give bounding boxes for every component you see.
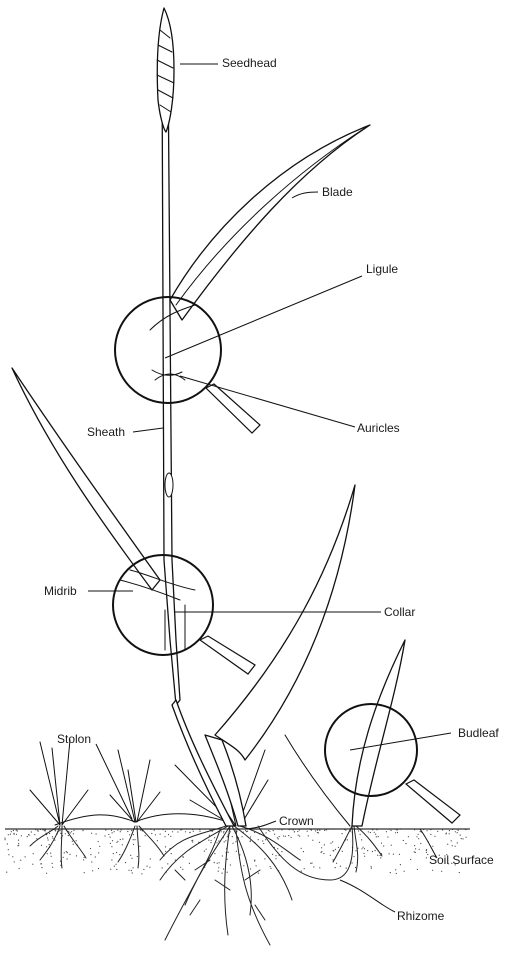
label-stolon: Stolon xyxy=(57,732,92,746)
label-soil-surface: Soil Surface xyxy=(429,853,494,867)
roots xyxy=(29,825,383,946)
main-stem xyxy=(161,59,235,827)
magnifier-collar xyxy=(112,554,256,675)
seedhead-drawing xyxy=(156,7,175,133)
label-collar: Collar xyxy=(384,605,416,619)
label-blade: Blade xyxy=(322,185,353,199)
stolon-plants xyxy=(29,739,229,826)
label-sheath: Sheath xyxy=(87,425,126,439)
magnifier-budleaf xyxy=(324,703,461,824)
label-midrib: Midrib xyxy=(44,584,77,598)
soil-surface-stipple xyxy=(4,828,467,875)
label-rhizome: Rhizome xyxy=(397,909,445,923)
budleaf-shoot xyxy=(351,639,406,827)
magnifier-ligule xyxy=(114,296,261,434)
label-seedhead: Seedhead xyxy=(222,56,277,70)
blade-lower-right xyxy=(214,484,356,761)
label-crown: Crown xyxy=(279,814,314,828)
label-ligule: Ligule xyxy=(366,262,399,276)
leader-lines xyxy=(88,63,452,913)
label-budleaf: Budleaf xyxy=(458,726,499,740)
blade-left xyxy=(11,367,161,591)
label-auricles: Auricles xyxy=(357,421,400,435)
blade-upper xyxy=(169,124,371,321)
